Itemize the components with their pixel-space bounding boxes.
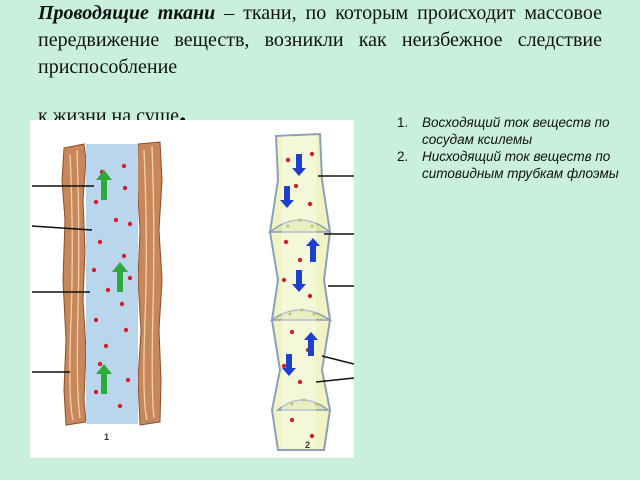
substance-dot — [294, 184, 298, 188]
substance-dot — [126, 378, 130, 382]
list-item-descending: 2. Нисходящий ток веществ по ситовидным … — [397, 148, 627, 182]
substance-dot — [308, 294, 312, 298]
figure-label-1: 1 — [104, 432, 109, 442]
substance-dot — [282, 364, 286, 368]
substance-dot — [308, 202, 312, 206]
substance-dot — [286, 158, 290, 162]
substance-dot — [118, 404, 122, 408]
conducting-tissue-figure: 1 2 — [30, 120, 354, 458]
substance-dot — [92, 268, 96, 272]
figure-label-2: 2 — [305, 440, 310, 450]
substance-dot — [290, 418, 294, 422]
sieve-pore — [311, 225, 314, 228]
sieve-pore — [287, 225, 290, 228]
list-text: Нисходящий ток веществ по ситовидным тру… — [422, 149, 619, 181]
substance-dot — [94, 390, 98, 394]
list-item-ascending: 1. Восходящий ток веществ по сосудам кси… — [397, 114, 627, 148]
substance-dot — [284, 240, 288, 244]
phloem-sieve-tube — [270, 134, 330, 450]
substance-dot — [124, 328, 128, 332]
sieve-pore — [289, 313, 292, 316]
flow-list: 1. Восходящий ток веществ по сосудам кси… — [397, 114, 627, 182]
intro-line1-rest: – ткани, по которым — [215, 2, 408, 24]
substance-dot — [94, 318, 98, 322]
substance-dot — [120, 302, 124, 306]
list-number: 2. — [397, 148, 408, 165]
substance-dot — [310, 434, 314, 438]
list-text: Восходящий ток веществ по сосудам ксилем… — [422, 115, 610, 147]
term-conducting-tissues: Проводящие ткани — [38, 2, 215, 24]
sieve-pore — [291, 403, 294, 406]
substance-dot — [114, 218, 118, 222]
substance-dot — [98, 362, 102, 366]
list-number: 1. — [397, 114, 408, 131]
sieve-pore — [299, 219, 302, 222]
substance-dot — [128, 276, 132, 280]
sieve-pore — [315, 403, 318, 406]
substance-dot — [98, 240, 102, 244]
sieve-pore — [303, 399, 306, 402]
xylem-vessel — [62, 142, 162, 425]
substance-dot — [94, 200, 98, 204]
substance-dot — [106, 288, 110, 292]
sieve-pore — [313, 313, 316, 316]
sieve-pore — [301, 309, 304, 312]
intro-paragraph: Проводящие ткани – ткани, по которым про… — [38, 0, 602, 130]
substance-dot — [282, 278, 286, 282]
substance-dot — [298, 380, 302, 384]
substance-dot — [290, 330, 294, 334]
substance-dot — [310, 152, 314, 156]
substance-dot — [123, 186, 127, 190]
xylem-right-wall — [137, 142, 162, 425]
substance-dot — [122, 164, 126, 168]
substance-dot — [298, 258, 302, 262]
substance-dot — [128, 222, 132, 226]
substance-dot — [122, 254, 126, 258]
substance-dot — [104, 344, 108, 348]
